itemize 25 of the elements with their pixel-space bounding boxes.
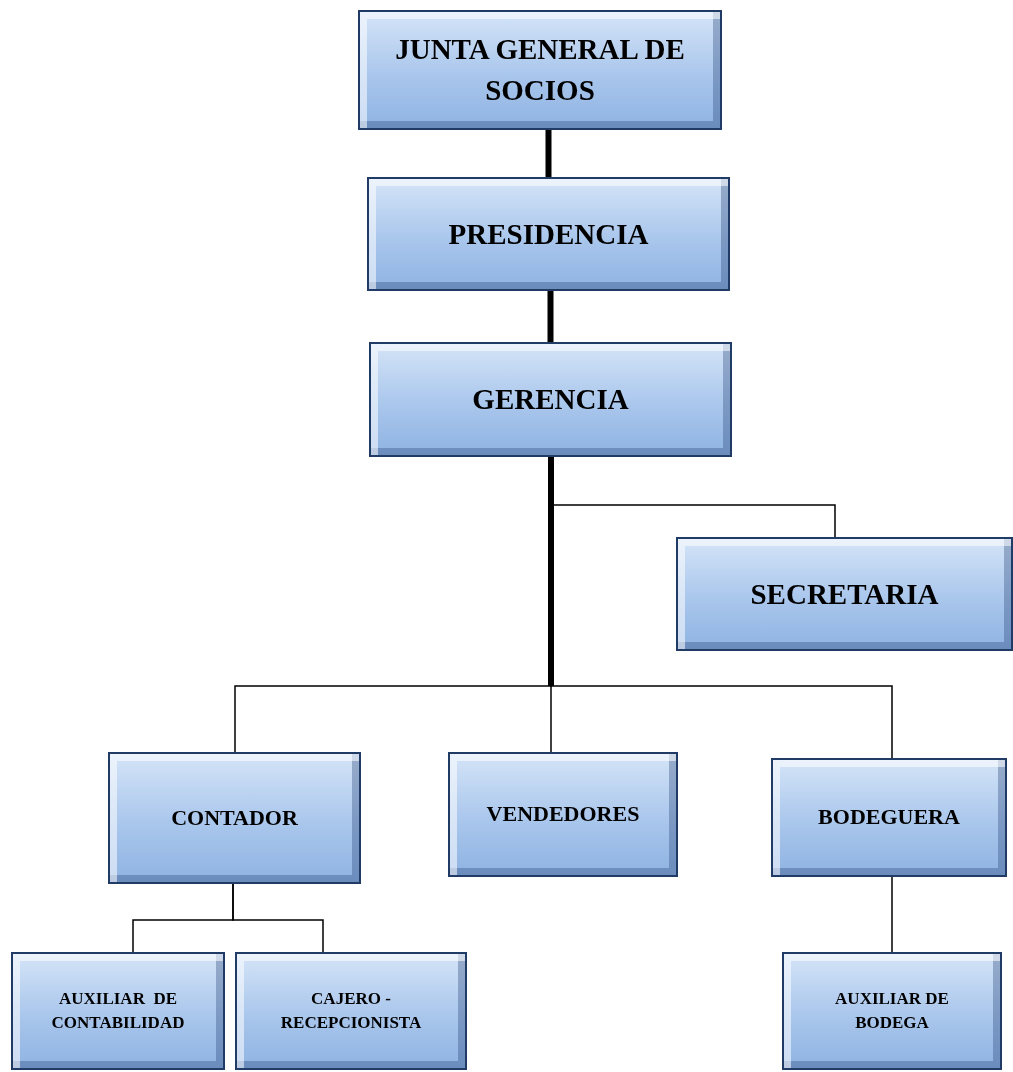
org-box: [369, 342, 732, 457]
connector-trunk: [548, 457, 554, 686]
org-box: [782, 952, 1002, 1070]
role-label: AUXILIAR DE BODEGA: [834, 988, 950, 1034]
role-label: PRESIDENCIA: [448, 216, 649, 252]
role-label: BODEGUERA: [818, 803, 960, 832]
connector-line: [232, 883, 324, 953]
role-label: CONTADOR: [171, 803, 298, 832]
org-box: [358, 10, 722, 130]
org-box: [11, 952, 225, 1070]
connector-line: [547, 291, 554, 342]
org-box: [367, 177, 730, 291]
role-label: GERENCIA: [472, 382, 629, 418]
connector-line: [545, 130, 552, 177]
connector-line: [891, 876, 893, 953]
role-label: AUXILIAR DE CONTABILIDAD: [50, 988, 186, 1034]
role-label: VENDEDORES: [486, 800, 640, 829]
org-box: [676, 537, 1013, 651]
org-box: [108, 752, 361, 884]
role-label: SECRETARIA: [750, 576, 939, 612]
org-box: [235, 952, 467, 1070]
org-box: [448, 752, 678, 877]
org-box: [771, 758, 1007, 877]
role-label: CAJERO - RECEPCIONISTA: [279, 988, 423, 1034]
role-label: JUNTA GENERAL DE SOCIOS: [394, 32, 686, 108]
